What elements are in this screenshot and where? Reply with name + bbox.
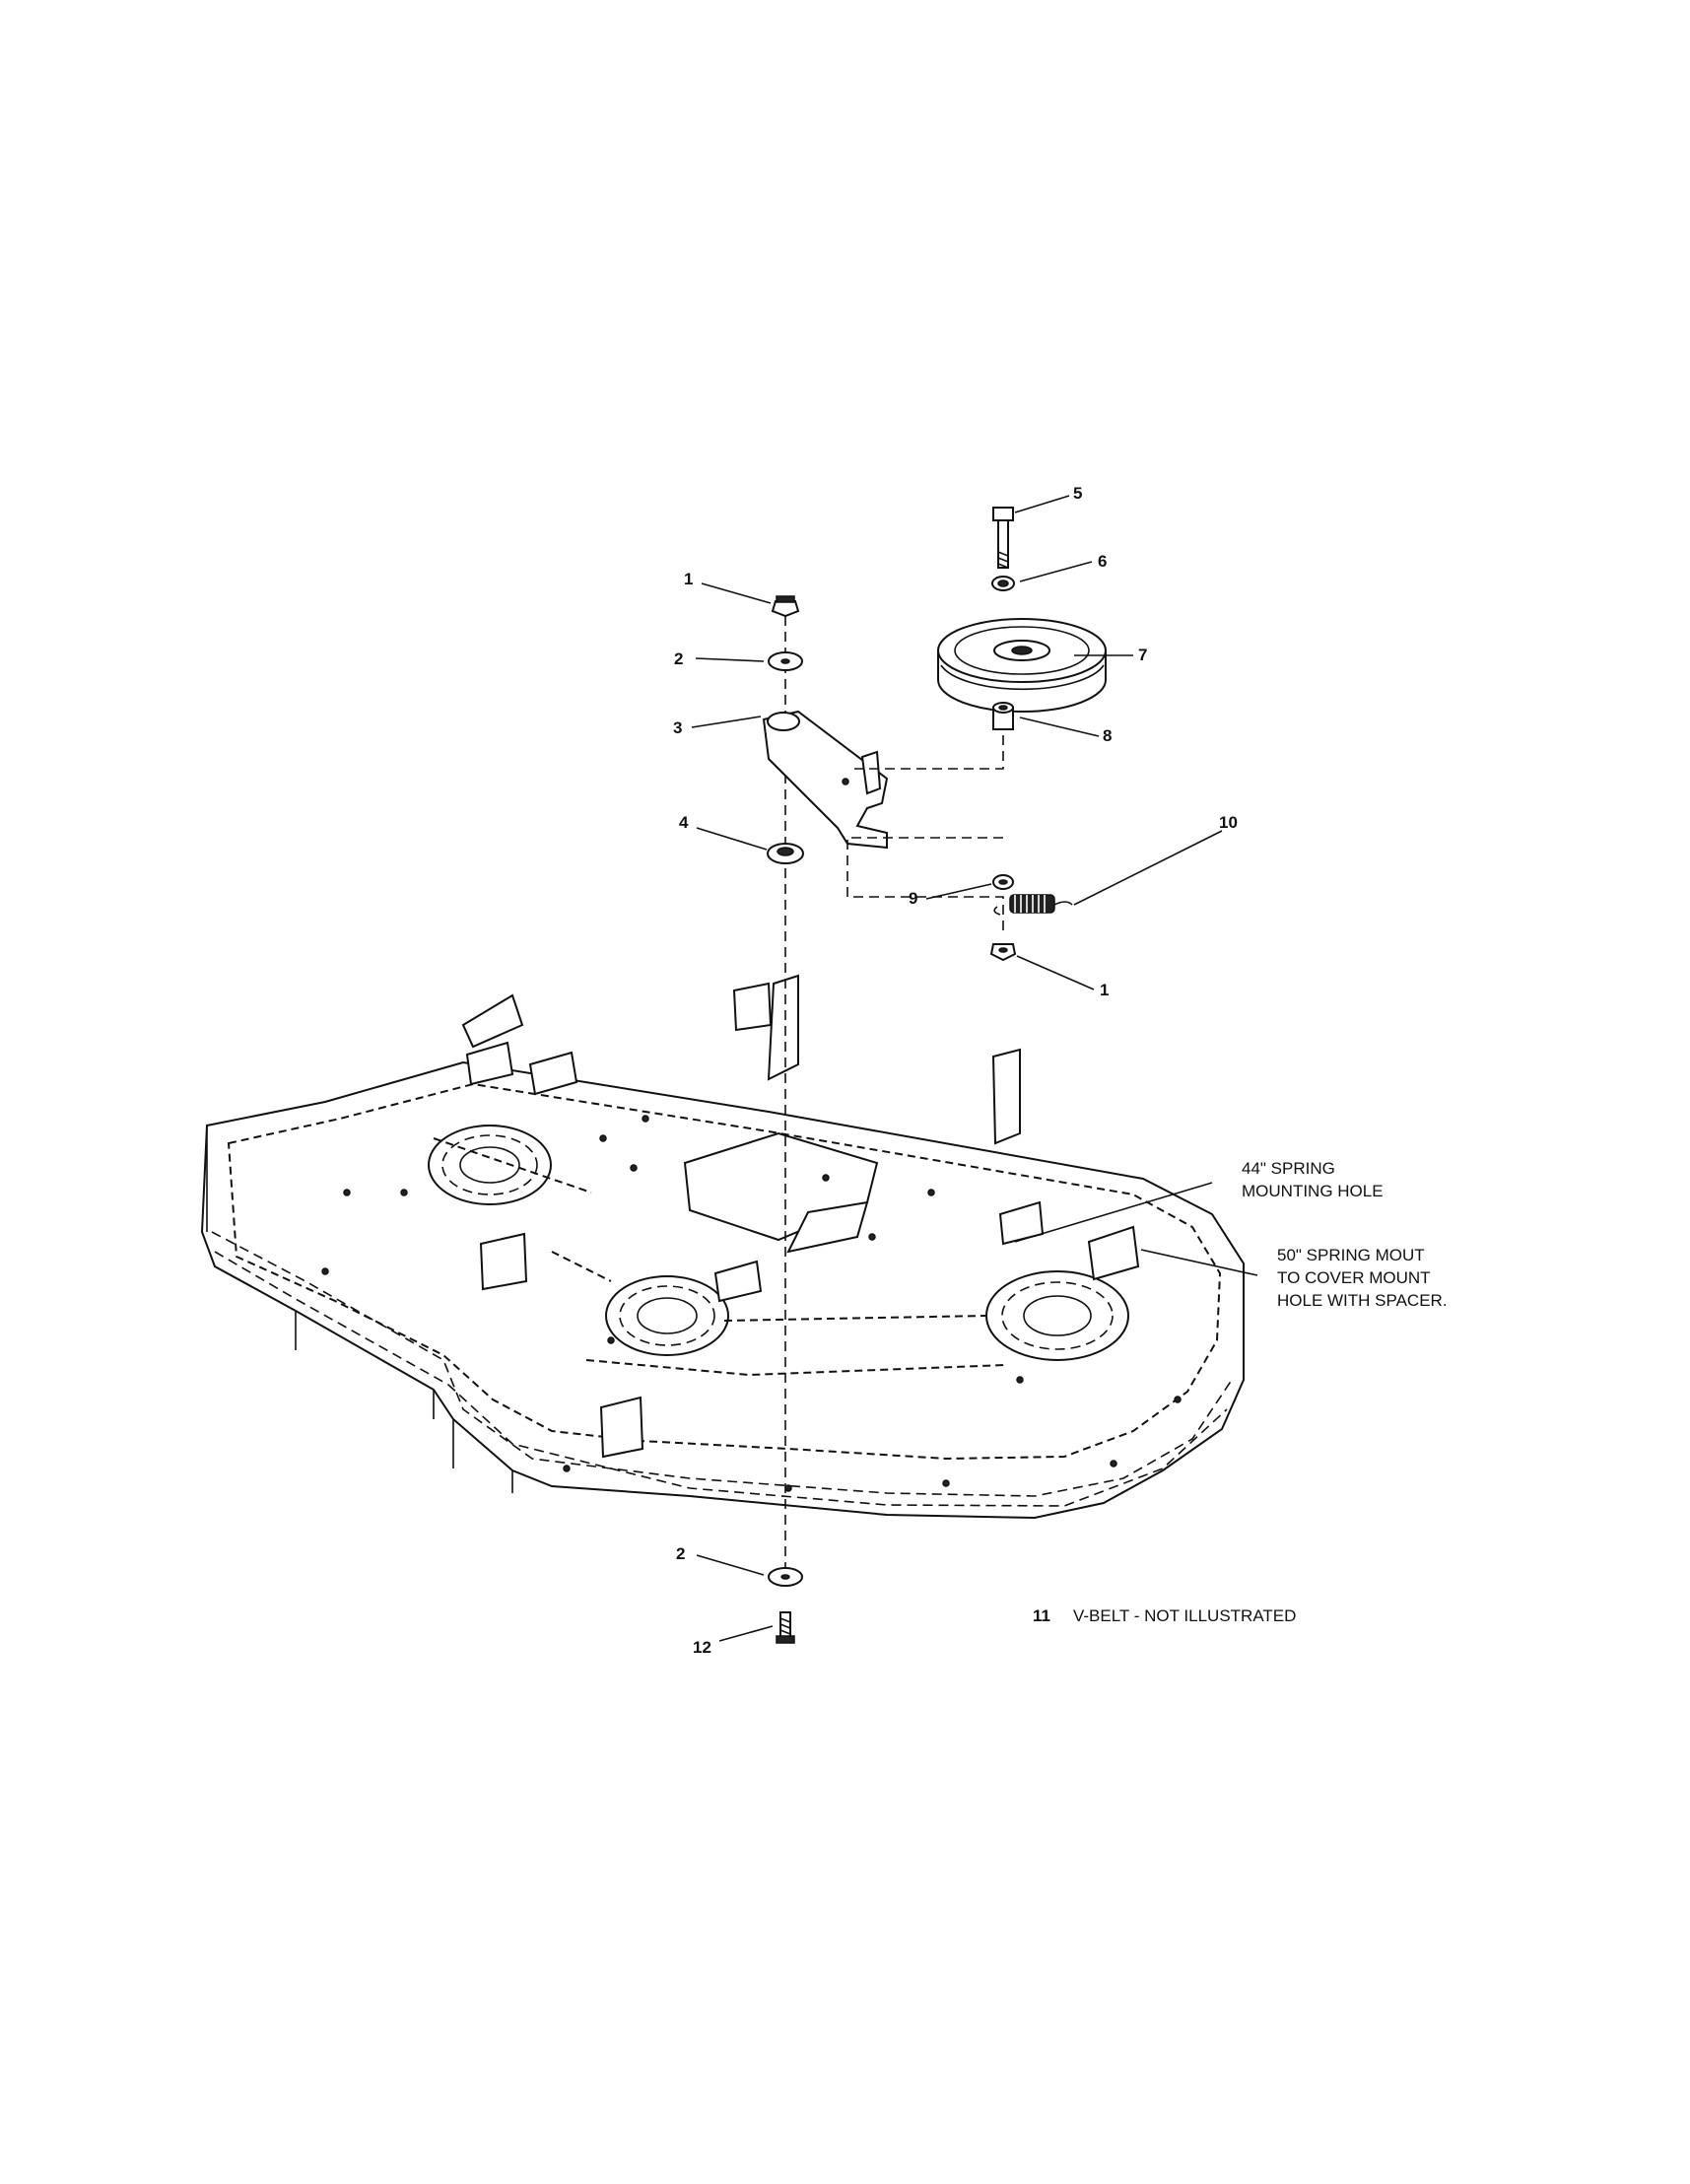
leader-lines <box>691 495 1258 1642</box>
lock-washer <box>991 576 1015 591</box>
nut-top <box>771 595 800 618</box>
callout-9: 9 <box>909 889 917 908</box>
callout-10: 10 <box>1219 813 1238 832</box>
note-44-spring-line-1: 44" SPRING <box>1242 1159 1335 1178</box>
idler-arm-assembly <box>762 595 889 1644</box>
callout-1-top: 1 <box>684 570 693 588</box>
callout-3: 3 <box>673 718 682 737</box>
pulley-assembly <box>846 507 1107 962</box>
callout-labels: 1 2 3 4 5 6 7 8 10 9 1 2 12 <box>673 484 1238 1657</box>
note-44-spring-line-2: MOUNTING HOLE <box>1242 1182 1384 1200</box>
callout-7: 7 <box>1138 646 1147 664</box>
pulley-bolt <box>992 507 1014 569</box>
mower-deck <box>200 974 1245 1520</box>
bearing <box>767 843 804 864</box>
spring-nut-bottom <box>989 943 1017 962</box>
note-vbelt-text: V-BELT - NOT ILLUSTRATED <box>1073 1606 1296 1625</box>
pulley <box>937 618 1107 713</box>
callout-12: 12 <box>693 1638 711 1657</box>
washer-bottom <box>768 1567 803 1587</box>
callout-2-bottom: 2 <box>676 1544 685 1563</box>
note-50-spring-line-3: HOLE WITH SPACER. <box>1277 1291 1448 1310</box>
callout-5: 5 <box>1073 484 1082 503</box>
spring-nut-top <box>992 874 1014 890</box>
callout-4: 4 <box>679 813 689 832</box>
spacer <box>992 702 1014 730</box>
notes: 44" SPRING MOUNTING HOLE 50" SPRING MOUT… <box>1033 1159 1448 1625</box>
note-vbelt-number: 11 <box>1033 1606 1050 1625</box>
note-50-spring-line-1: 50" SPRING MOUT <box>1277 1246 1425 1264</box>
callout-6: 6 <box>1098 552 1107 571</box>
bolt-bottom <box>776 1611 795 1644</box>
note-50-spring-line-2: TO COVER MOUNT <box>1277 1268 1431 1287</box>
callout-8: 8 <box>1103 726 1112 745</box>
idler-arm <box>762 710 889 850</box>
callout-2-top: 2 <box>674 649 683 668</box>
callout-1-bottom: 1 <box>1100 981 1109 999</box>
spring <box>993 894 1073 916</box>
washer-top <box>768 651 803 671</box>
